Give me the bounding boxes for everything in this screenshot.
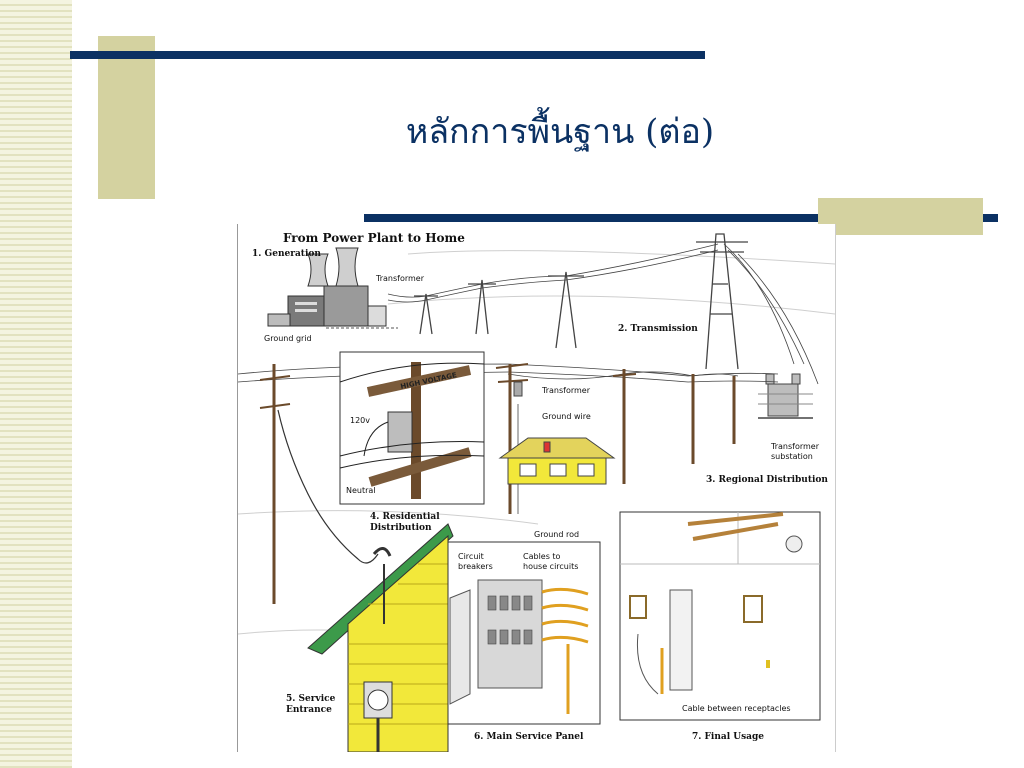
label-house-circuits: house circuits: [523, 562, 579, 571]
label-ground-rod: Ground rod: [534, 530, 580, 539]
label-cables-to: Cables to: [523, 552, 561, 561]
label-breakers: breakers: [458, 562, 493, 571]
label-ground-wire: Ground wire: [542, 412, 591, 421]
left-stripe-band: [0, 0, 72, 768]
section-regional-distribution: 3. Regional Distribution: [706, 475, 828, 485]
residential-distribution-inset: [339, 351, 485, 505]
label-circuit: Circuit: [458, 552, 484, 561]
transformer-substation: [758, 373, 813, 419]
decor-tan-block-top: [98, 36, 155, 199]
section-service-entrance-1: 5. Service: [286, 694, 336, 704]
distribution-poles: [272, 364, 736, 604]
label-120v: 120v: [350, 416, 371, 425]
illustration-drawing: [238, 233, 835, 752]
transmission-towers: [414, 233, 748, 370]
section-main-service-panel: 6. Main Service Panel: [474, 732, 584, 742]
section-service-entrance-2: Entrance: [286, 705, 332, 715]
section-residential-distribution-1: 4. Residential: [370, 512, 440, 522]
figure-title: From Power Plant to Home: [283, 231, 465, 245]
label-neutral: Neutral: [346, 486, 376, 495]
decor-navy-bar-top: [70, 51, 705, 59]
label-transformer-substation: Transformer: [771, 442, 820, 451]
section-final-usage: 7. Final Usage: [692, 732, 765, 742]
final-usage-inset: [619, 511, 821, 721]
label-transformer-pole: Transformer: [542, 386, 591, 395]
label-cable-between-receptacles: Cable between receptacles: [682, 704, 791, 713]
house-yellow: [498, 437, 616, 485]
decor-navy-bar-mid: [364, 214, 998, 222]
decor-tan-block-right: [818, 198, 983, 235]
power-plant: [267, 247, 387, 327]
service-entrance-house: [307, 523, 454, 752]
section-residential-distribution-2: Distribution: [370, 523, 432, 533]
label-substation: substation: [771, 452, 813, 461]
slide-title: หลักการพื้นฐาน (ต่อ): [405, 112, 715, 152]
power-distribution-illustration: From Power Plant to Home 1. Generation T…: [237, 224, 836, 752]
section-generation: 1. Generation: [252, 249, 321, 259]
main-service-panel-inset: [447, 541, 601, 725]
label-ground-grid: Ground grid: [264, 334, 312, 343]
section-transmission: 2. Transmission: [618, 324, 698, 334]
label-transformer-plant: Transformer: [376, 274, 425, 283]
pole-transformer: [513, 381, 523, 397]
